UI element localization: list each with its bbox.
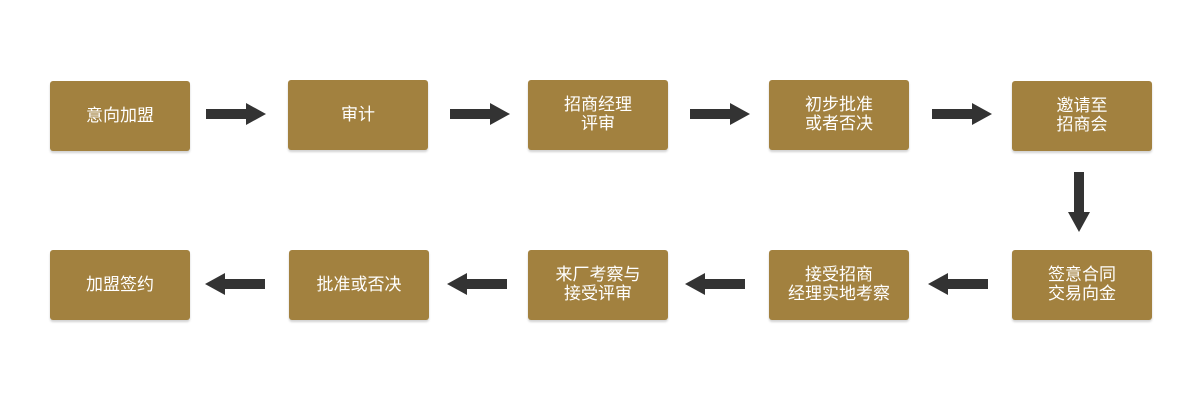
arrow-left-icon [685,273,745,295]
step-intent-to-join: 意向加盟 [50,81,190,151]
arrow-down-icon [1068,172,1090,232]
step-label: 审计 [341,104,375,125]
step-site-inspection: 接受招商 经理实地考察 [769,250,909,320]
step-sign-franchise: 加盟签约 [50,250,190,320]
step-manager-review: 招商经理 评审 [528,80,668,150]
step-label-line2: 接受评审 [564,284,632,304]
step-label-line1: 初步批准 [805,95,873,115]
step-label-line1: 邀请至 [1056,96,1108,116]
step-label-line1: 招商经理 [564,95,632,115]
step-label: 批准或否决 [316,274,402,295]
step-label-line1: 签意合同 [1048,265,1116,285]
step-label: 意向加盟 [86,105,154,126]
arrow-right-icon [690,103,750,125]
arrow-right-icon [450,103,510,125]
arrow-right-icon [206,103,266,125]
arrow-left-icon [928,273,988,295]
step-label-line1: 来厂考察与 [555,265,641,285]
step-label: 加盟签约 [86,274,154,295]
step-sign-intent-contract: 签意合同 交易向金 [1012,250,1152,320]
step-label-line2: 招商会 [1056,115,1108,135]
step-label-line2: 经理实地考察 [788,284,890,304]
arrow-right-icon [932,103,992,125]
step-label-line2: 评审 [581,114,615,134]
step-label-line2: 或者否决 [805,114,873,134]
step-approve-or-reject: 批准或否决 [289,250,429,320]
step-factory-visit-review: 来厂考察与 接受评审 [528,250,668,320]
arrow-left-icon [447,273,507,295]
step-initial-approval: 初步批准 或者否决 [769,80,909,150]
step-invite-to-meeting: 邀请至 招商会 [1012,81,1152,151]
arrow-left-icon [205,273,265,295]
step-label-line1: 接受招商 [805,265,873,285]
step-label-line2: 交易向金 [1048,284,1116,304]
step-audit: 审计 [288,80,428,150]
